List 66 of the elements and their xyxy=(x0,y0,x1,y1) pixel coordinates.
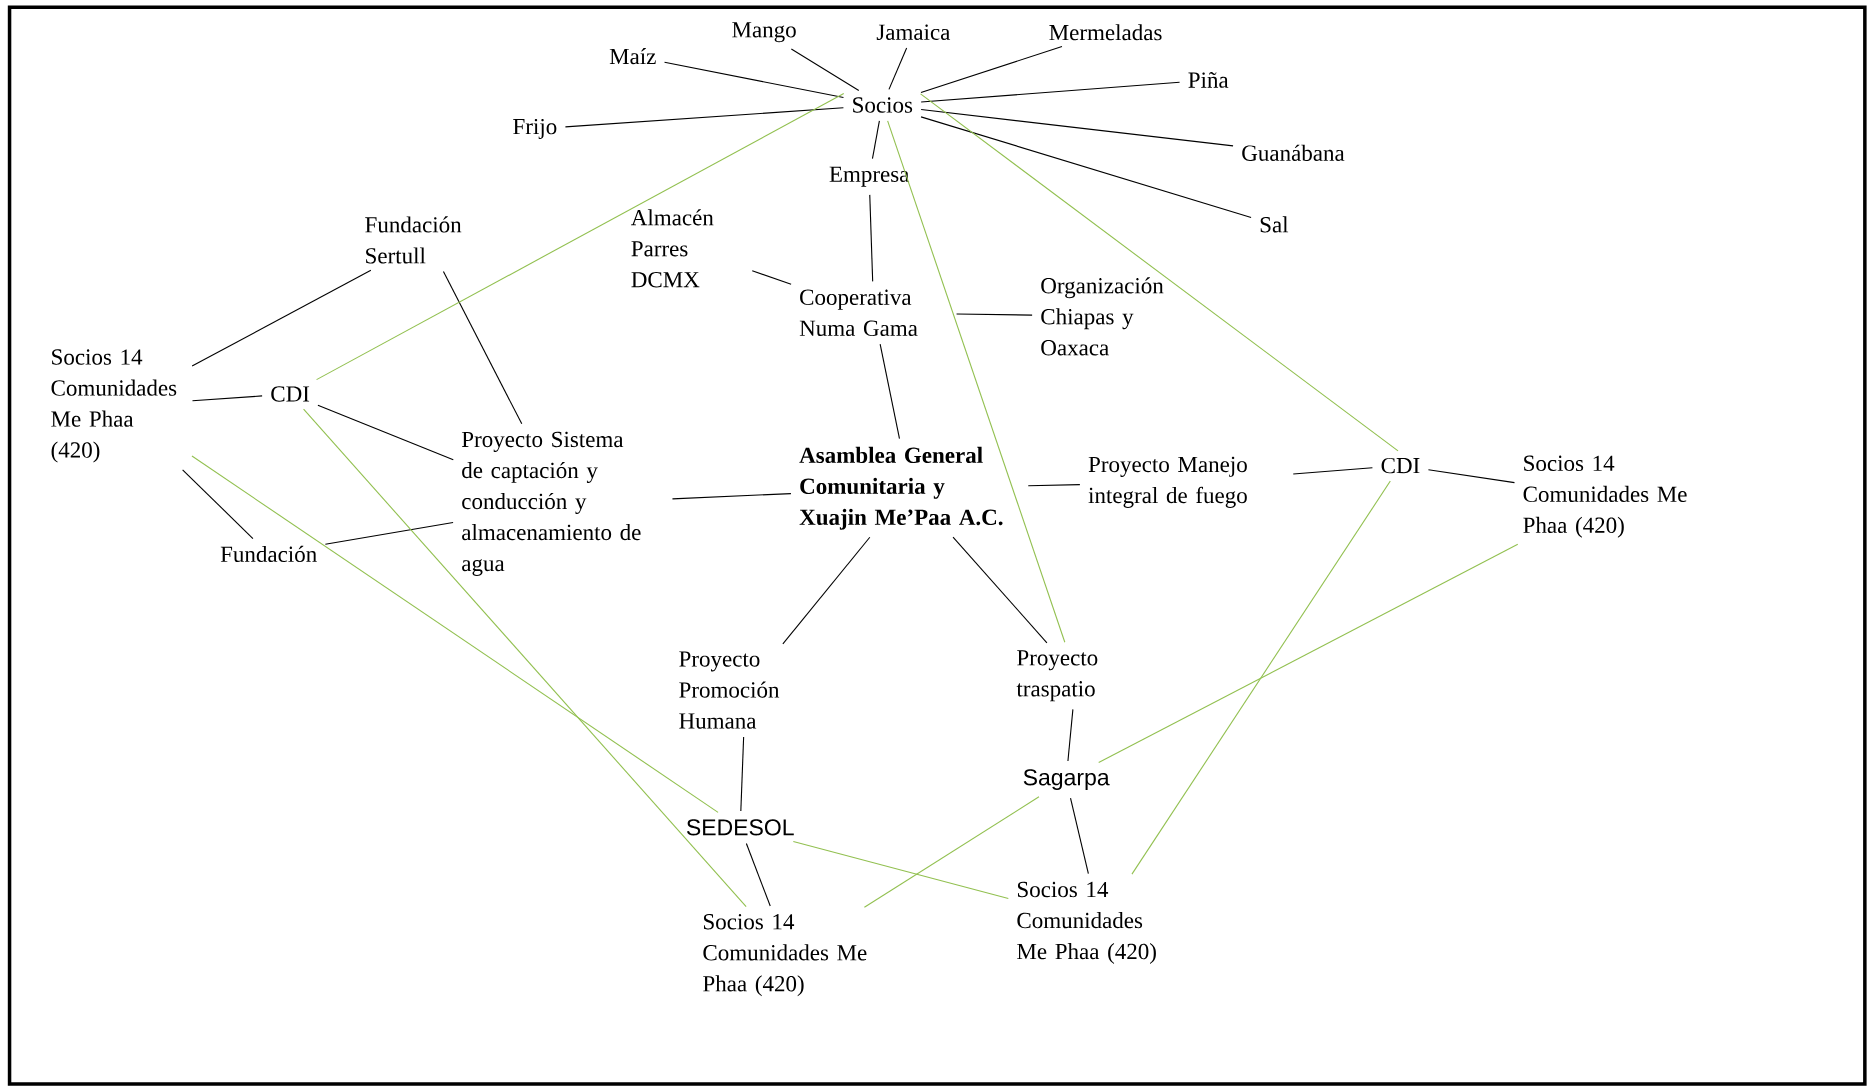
connector-line xyxy=(1131,480,1391,875)
connector-line xyxy=(740,736,745,812)
connector-line xyxy=(871,120,880,160)
connector-line xyxy=(952,536,1048,644)
connector-line xyxy=(920,109,1234,147)
node-text: Fundación Sertull xyxy=(365,216,462,264)
connector-line xyxy=(316,93,845,381)
connector-line xyxy=(182,469,254,540)
connector-line xyxy=(1067,708,1074,762)
connector-line xyxy=(879,343,901,440)
connector-line xyxy=(324,522,454,545)
node-text: Asamblea General Comunitaria y Xuajin Me’Paa A.C. xyxy=(799,446,1003,530)
node-text: Sal xyxy=(1260,216,1289,233)
node-text: Almacén Parres DCMX xyxy=(631,209,714,288)
connector-line xyxy=(920,81,1181,103)
node-text: Fundación xyxy=(220,545,317,563)
connector-line xyxy=(888,47,908,90)
connector-line xyxy=(191,455,719,813)
connector-line xyxy=(782,536,871,645)
connector-line xyxy=(191,395,263,402)
node-text: Piña xyxy=(1188,72,1229,88)
connector-line xyxy=(317,404,454,461)
connector-line xyxy=(191,269,372,367)
connector-line xyxy=(745,843,771,907)
node-text: Proyecto traspatio xyxy=(1016,650,1098,702)
connector-line xyxy=(1292,467,1373,475)
connector-line xyxy=(956,313,1033,316)
connector-line xyxy=(920,46,1063,94)
connector-line xyxy=(920,93,1399,452)
connector-line xyxy=(671,493,792,500)
node-text: Frijo xyxy=(513,118,557,140)
node-text: Empresa xyxy=(829,166,910,187)
connector-line xyxy=(790,48,860,92)
connector-line xyxy=(887,120,1066,643)
connector-line xyxy=(751,270,792,285)
connector-line xyxy=(869,194,874,283)
connector-line xyxy=(564,107,844,128)
node-text: Cooperativa Numa Gama xyxy=(799,289,918,337)
node-text: Mermeladas xyxy=(1049,24,1162,41)
connector-line xyxy=(1098,543,1519,764)
node-text: Socios 14 Comunidades Me Phaa (420) xyxy=(1017,881,1156,965)
connector-line xyxy=(664,61,844,99)
connector-line xyxy=(1069,797,1089,875)
node-text: CDI xyxy=(271,386,310,402)
connector-line xyxy=(792,841,1009,900)
node-text: Socios 14 Comunidades Me Phaa (420) xyxy=(703,914,867,997)
node-text: Jamaica xyxy=(876,24,951,41)
node-text: Organización Chiapas y Oaxaca xyxy=(1041,277,1164,356)
node-text: Socios xyxy=(853,97,913,113)
connector-line xyxy=(920,116,1252,219)
node-text: Proyecto Sistema de captación y conducción y almacenamiento de agua xyxy=(461,431,641,576)
node-text: Mango xyxy=(732,22,796,43)
node-text: Proyecto Promoción Humana xyxy=(679,651,780,729)
node-text: Sagarpa xyxy=(1023,769,1110,791)
connector-line xyxy=(303,408,747,908)
node-text: Socios 14 Comunidades Me Phaa (420) xyxy=(51,349,177,463)
node-text: CDI xyxy=(1381,458,1420,474)
node-text: Guanábana xyxy=(1242,144,1345,161)
node-text: Proyecto Manejo integral de fuego xyxy=(1088,456,1247,509)
connector-line xyxy=(442,271,523,425)
connector-line xyxy=(863,796,1040,908)
connector-line xyxy=(1427,469,1515,484)
node-text: SEDESOL xyxy=(686,819,794,836)
node-text: Socios 14 Comunidades Me Phaa (420) xyxy=(1523,455,1687,538)
node-text: Maíz xyxy=(609,48,656,65)
connector-line xyxy=(1027,484,1081,487)
